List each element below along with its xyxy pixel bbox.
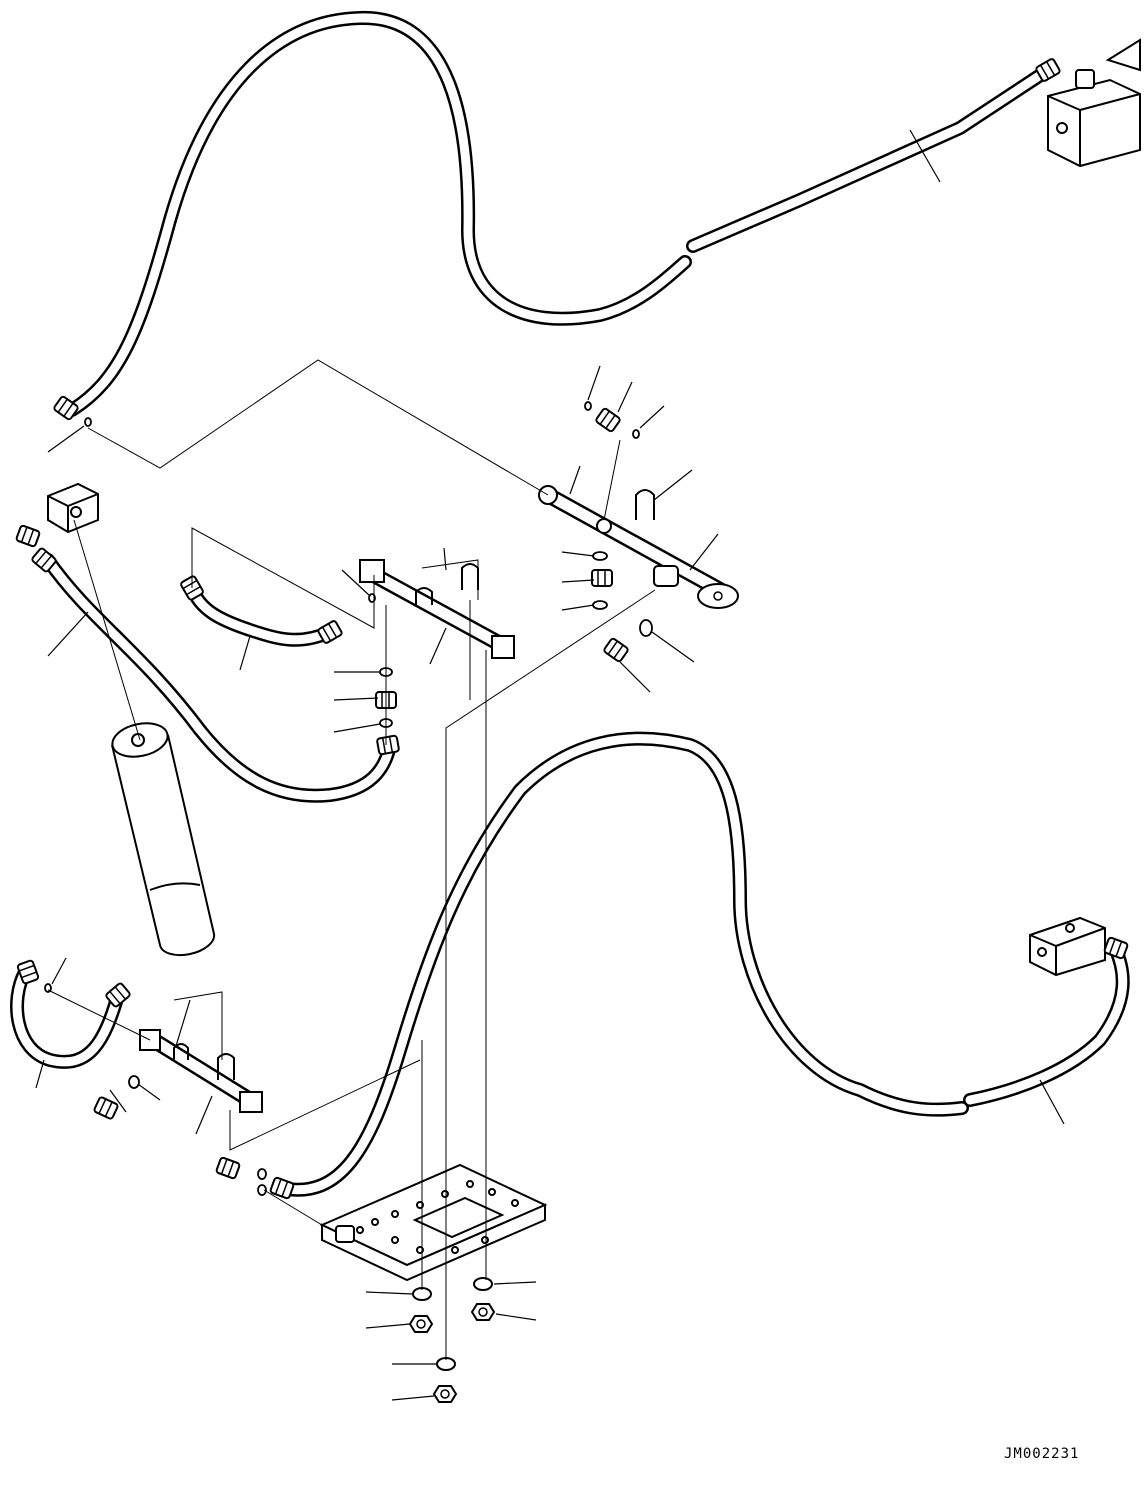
callout-leader xyxy=(639,405,665,429)
assembly-line xyxy=(73,519,141,741)
valve-block-top-right xyxy=(1047,38,1141,168)
assembly-line xyxy=(173,991,223,1060)
callout-leader xyxy=(569,465,581,495)
assembly-line xyxy=(421,559,479,600)
callout-leader xyxy=(909,129,941,183)
accumulator-cylinder xyxy=(111,722,216,957)
o-ring-icon xyxy=(44,983,52,993)
assembly-line xyxy=(47,989,151,1041)
callout-leader xyxy=(1039,1079,1065,1125)
assembly-line xyxy=(445,589,656,1245)
assembly-line xyxy=(229,1059,421,1151)
callout-leader xyxy=(587,365,601,401)
callout-leader xyxy=(175,999,191,1047)
callout-leader xyxy=(561,604,595,611)
elbow-fitting-icon xyxy=(602,636,630,664)
callout-leader xyxy=(619,661,651,693)
o-ring-icon xyxy=(257,1168,267,1180)
callout-leader xyxy=(689,533,719,571)
union-fitting-icon xyxy=(591,569,613,587)
hose-top-long-left xyxy=(65,10,692,417)
u-bolt-clamp-icon xyxy=(217,1053,235,1080)
callout-leader xyxy=(617,381,633,413)
elbow-fitting-icon xyxy=(52,394,80,422)
manifold-upper-right xyxy=(538,485,739,609)
manifold-lower-left xyxy=(139,1029,263,1113)
washer-icon xyxy=(473,1277,493,1291)
callout-leader xyxy=(495,1313,537,1321)
manifold-upper-middle xyxy=(359,559,515,659)
callout-leader xyxy=(365,1291,413,1295)
u-bolt-clamp-icon xyxy=(415,587,433,605)
o-ring-icon xyxy=(639,619,653,637)
hose-end-fitting-icon xyxy=(375,734,401,756)
callout-leader xyxy=(651,631,695,663)
fittings xyxy=(14,57,1130,1200)
hex-nut-icon xyxy=(409,1315,433,1333)
assembly-line xyxy=(87,359,549,496)
union-fitting-icon xyxy=(214,1156,242,1180)
assembly-line xyxy=(263,1189,323,1226)
o-rings xyxy=(44,401,653,1196)
base-plate xyxy=(319,1163,548,1282)
hose-lower-left xyxy=(10,965,125,1069)
callout-leader xyxy=(341,569,371,597)
u-bolt-clamp-icon xyxy=(461,563,479,590)
o-ring-icon xyxy=(257,1184,267,1196)
callout-leader xyxy=(365,1323,411,1329)
o-ring-icon xyxy=(592,551,608,561)
hose-middle-large xyxy=(275,731,969,1197)
callout-leader xyxy=(561,579,595,583)
callout-leader xyxy=(493,1281,537,1285)
manifold-tubes xyxy=(139,485,739,1113)
o-ring-icon xyxy=(632,429,640,439)
callout-leader xyxy=(391,1395,435,1401)
valve-block-mid-right xyxy=(1029,916,1106,977)
callout-leader xyxy=(137,1083,161,1101)
valve-block-upper-left xyxy=(47,482,99,534)
callout-leader xyxy=(429,627,447,665)
assembly-guide-lines xyxy=(47,359,656,1360)
elbow-fitting-icon xyxy=(14,524,42,548)
hex-nut-icon xyxy=(471,1303,495,1321)
callout-leader xyxy=(443,547,447,571)
o-ring-icon xyxy=(128,1075,140,1089)
leader-lines xyxy=(35,129,1065,1401)
u-bolt-clamp-icon xyxy=(173,1043,189,1060)
hex-nut-icon xyxy=(433,1385,457,1403)
assembly-line xyxy=(191,527,375,629)
callout-leader xyxy=(333,697,379,701)
elbow-fitting-icon xyxy=(92,1095,120,1121)
hose-right-end xyxy=(963,941,1130,1107)
o-ring-icon xyxy=(592,600,608,610)
callout-leader xyxy=(47,611,89,657)
hose-left-loop xyxy=(41,553,397,803)
hose-end-fitting-icon xyxy=(1102,936,1130,960)
callout-leader xyxy=(653,469,693,501)
callout-leader xyxy=(109,1089,127,1113)
o-ring-icon xyxy=(84,417,92,427)
elbow-fitting-icon xyxy=(594,406,622,434)
callout-leader xyxy=(47,425,85,453)
assembly-line xyxy=(603,439,621,521)
hose-top-long-right xyxy=(686,67,1049,253)
callout-leader xyxy=(333,723,381,733)
callout-leader xyxy=(239,635,251,671)
u-bolt-clamp-icon xyxy=(635,489,655,520)
callout-leader xyxy=(35,1059,45,1089)
callout-leader xyxy=(561,551,595,557)
callout-leader xyxy=(195,1095,213,1135)
fasteners xyxy=(409,1277,495,1403)
drawing-code-label: JM002231 xyxy=(1004,1446,1080,1462)
hoses xyxy=(10,10,1130,1197)
o-ring-icon xyxy=(584,401,592,411)
callout-leader xyxy=(51,957,67,985)
hose-short-upper xyxy=(185,581,337,647)
clamps xyxy=(173,489,655,1080)
